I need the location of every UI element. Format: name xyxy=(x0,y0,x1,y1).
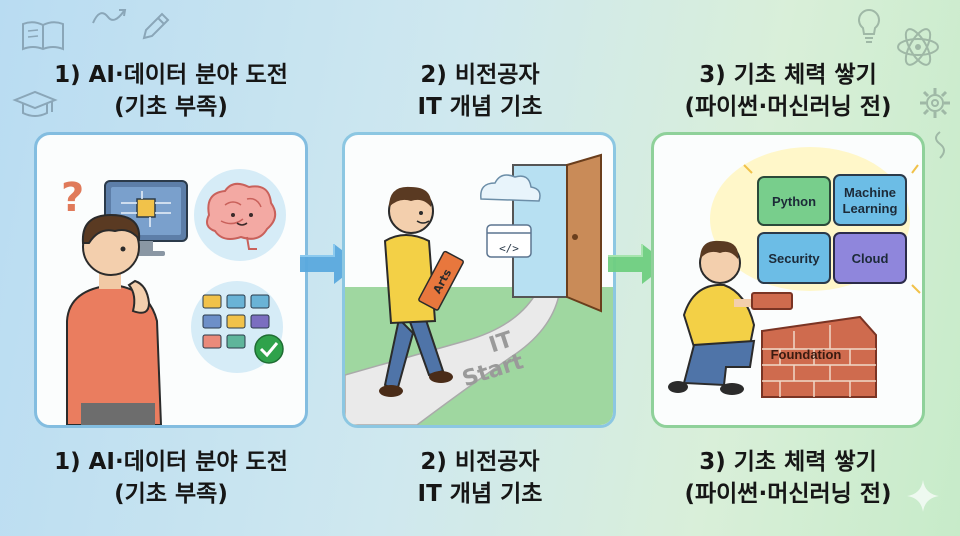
tile-security: Security xyxy=(757,232,831,284)
step3-card: Python Machine Learning Security Cloud xyxy=(651,132,925,428)
book-doodle-icon xyxy=(22,21,64,51)
atom-doodle-icon xyxy=(897,28,939,66)
squiggle-doodle-icon xyxy=(935,131,945,159)
tile-python: Python xyxy=(757,176,831,226)
step3-caption: 3) 기초 체력 쌓기 (파이썬·머신러닝 전) xyxy=(684,449,892,507)
brain-icon xyxy=(206,182,277,250)
tile-machine-learning: Machine Learning xyxy=(833,174,907,226)
svg-text:Foundation: Foundation xyxy=(771,347,842,362)
walking-person-illustration: Arts xyxy=(379,186,464,397)
step1-caption: 1) AI·데이터 분야 도전 (기초 부족) xyxy=(54,449,288,507)
tile-cloud: Cloud xyxy=(833,232,907,284)
gear-doodle-icon xyxy=(920,88,950,118)
cloud-icon xyxy=(480,174,541,202)
svg-text:Python: Python xyxy=(772,194,816,209)
svg-text:Learning: Learning xyxy=(843,201,898,216)
step2-caption: 2) 비전공자 IT 개념 기초 xyxy=(417,449,543,507)
step2-title: 2) 비전공자 IT 개념 기초 xyxy=(417,62,543,120)
brick-wall-foundation: Foundation xyxy=(761,315,877,398)
step2-card: IT Start </> Arts xyxy=(342,132,616,428)
svg-text:Machine: Machine xyxy=(844,185,896,200)
step1-illustration: ? xyxy=(61,169,286,425)
question-mark-icon: ? xyxy=(61,175,84,221)
step1-title: 1) AI·데이터 분야 도전 (기초 부족) xyxy=(54,62,288,120)
confused-person-illustration xyxy=(66,213,163,425)
svg-text:Cloud: Cloud xyxy=(852,251,889,266)
kneeling-person-illustration xyxy=(668,240,793,395)
curly-arrow-doodle-icon xyxy=(92,9,127,24)
step1-card: ? xyxy=(34,132,308,428)
step3-title: 3) 기초 체력 쌓기 (파이썬·머신러닝 전) xyxy=(684,62,892,120)
graduation-cap-doodle-icon xyxy=(12,90,58,117)
svg-text:</>: </> xyxy=(499,242,519,255)
step2-illustration: IT Start </> Arts xyxy=(345,153,613,425)
sparkle-doodle-icon xyxy=(907,480,939,512)
pencil-doodle-icon xyxy=(142,12,170,40)
code-window-icon: </> xyxy=(486,224,532,258)
checkmark-icon xyxy=(254,334,284,364)
shine-lines-icon xyxy=(743,164,921,294)
arts-book-icon: Arts xyxy=(418,250,464,311)
svg-text:Security: Security xyxy=(768,251,820,266)
lightbulb-doodle-icon xyxy=(858,8,880,43)
data-grid-icon xyxy=(202,294,270,349)
step3-illustration: Python Machine Learning Security Cloud xyxy=(668,147,921,398)
door-icon xyxy=(512,153,602,313)
